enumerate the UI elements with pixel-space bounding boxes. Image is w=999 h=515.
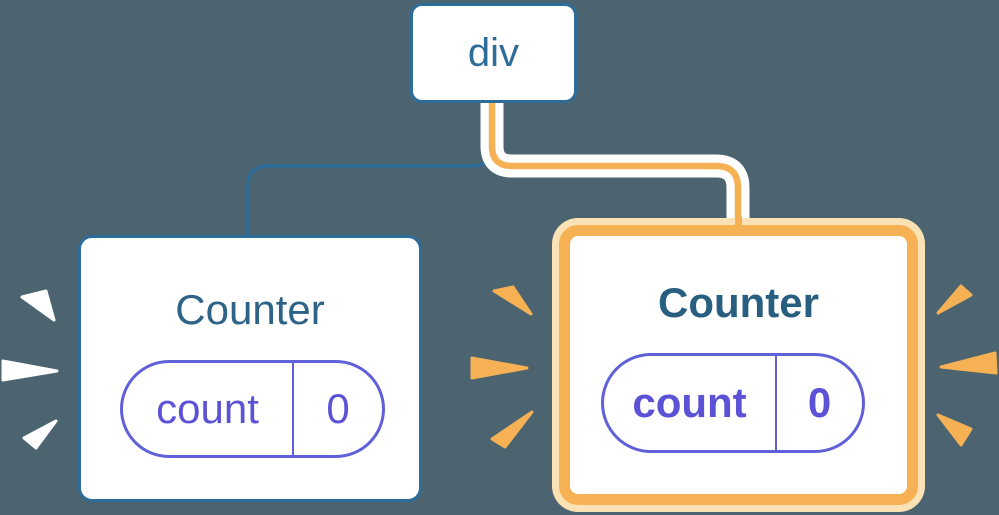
right-counter-sparks-left — [470, 285, 534, 449]
state-value: 0 — [326, 385, 350, 432]
spark-icon — [22, 419, 58, 450]
edge-div-to-left-counter — [246, 100, 494, 240]
spark-icon — [490, 410, 534, 449]
spark-icon — [1, 359, 59, 382]
tree-node-div: div — [410, 3, 577, 103]
right-counter-sparks-right — [936, 284, 998, 447]
component-title: Counter — [175, 286, 325, 333]
component-title: Counter — [658, 279, 819, 326]
state-key: count — [123, 363, 294, 455]
spark-icon — [470, 356, 529, 380]
spark-icon — [939, 351, 998, 375]
left-counter-sparks — [1, 289, 59, 450]
state-pill: count 0 — [120, 360, 385, 458]
spark-icon — [20, 289, 56, 322]
counter-card-left: Counter count 0 — [78, 235, 422, 502]
node-label: div — [467, 30, 520, 75]
spark-icon — [936, 284, 973, 315]
spark-icon — [492, 285, 533, 316]
counter-card-right-highlighted: Counter count 0 — [552, 218, 925, 512]
edge-highlight-band — [480, 100, 750, 221]
state-pill: count 0 — [601, 353, 865, 453]
state-key: count — [604, 356, 777, 450]
spark-icon — [936, 413, 973, 447]
state-value: 0 — [807, 379, 832, 426]
edge-core-bridge — [734, 216, 742, 232]
edge-div-to-right-counter — [488, 100, 742, 221]
